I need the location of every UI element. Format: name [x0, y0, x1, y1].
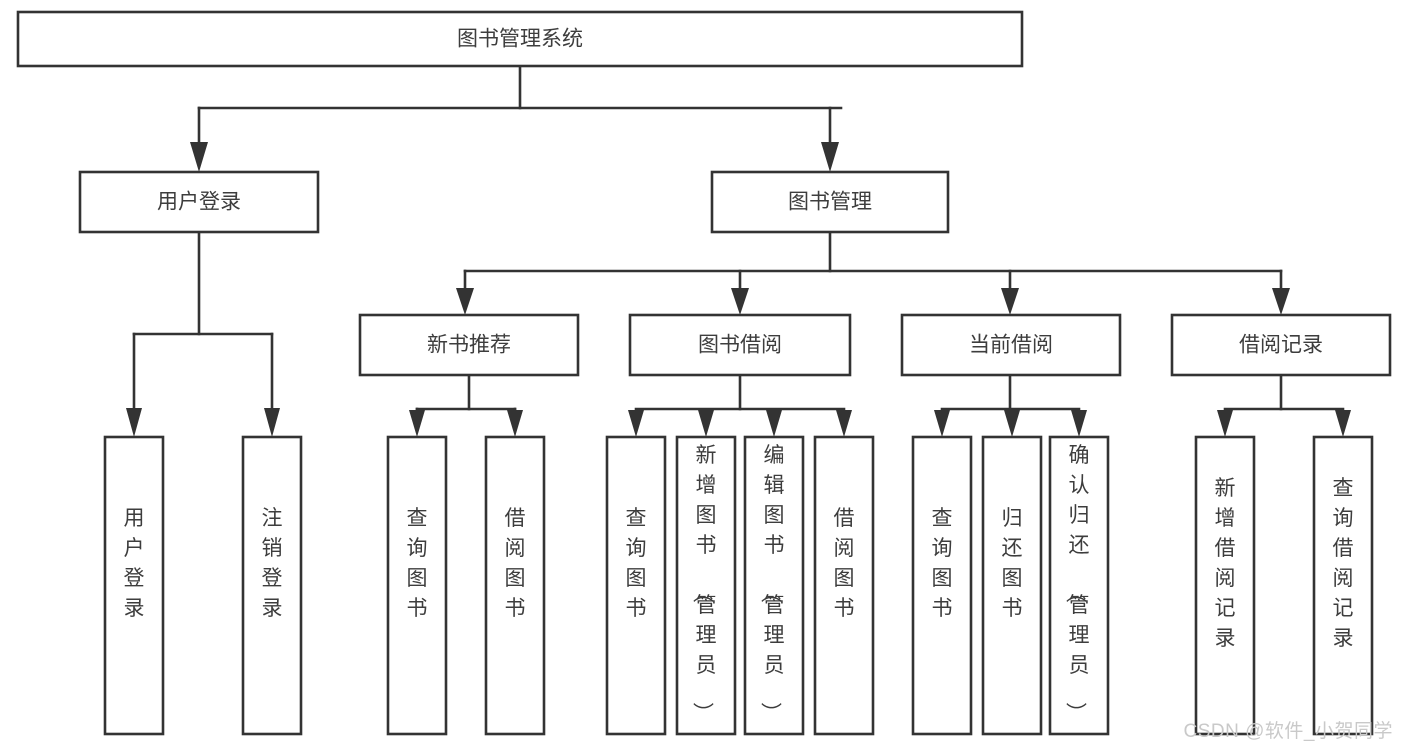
arrowhead-leaf-confirm-return [1071, 410, 1087, 437]
connector-group-user-login [126, 230, 280, 437]
node-book-manage-label: 图书管理 [788, 191, 872, 214]
node-book-borrow[interactable]: 图书借阅 [628, 313, 852, 377]
arrowhead-new-book-recommend [456, 288, 474, 315]
node-new-book-recommend[interactable]: 新书推荐 [358, 313, 580, 377]
leaf-query-record[interactable]: 查询借阅记录 [1312, 435, 1374, 736]
arrowhead-leaf-borrow-book-2 [836, 410, 852, 437]
arrowhead-leaf-user-logout [264, 408, 280, 437]
leaf-add-record-box[interactable] [1194, 435, 1256, 736]
leaf-user-logout[interactable]: 注销登录 [241, 435, 303, 736]
leaf-query-book-2-box[interactable] [605, 435, 667, 736]
node-book-borrow-box[interactable] [628, 313, 852, 377]
leaf-query-book-3-label: 查询图书 [932, 507, 953, 620]
node-root-box[interactable] [16, 10, 1024, 68]
node-root-label: 图书管理系统 [457, 28, 583, 51]
node-current-borrow-label: 当前借阅 [969, 334, 1053, 357]
leaf-edit-book[interactable]: 编辑图书（管理员） [743, 435, 805, 736]
leaf-add-record-label: 新增借阅记录 [1215, 477, 1236, 650]
node-book-borrow-label: 图书借阅 [698, 334, 782, 357]
arrowhead-user-login [190, 142, 208, 172]
leaf-confirm-return-box[interactable] [1048, 435, 1110, 736]
node-user-login-label: 用户登录 [157, 191, 241, 214]
leaf-add-book-box[interactable] [675, 435, 737, 736]
leaf-edit-book-label: 编辑图书（管理员） [759, 444, 785, 723]
arrowhead-leaf-query-book-2 [628, 410, 644, 437]
leaf-return-book-label: 归还图书 [1002, 507, 1023, 620]
leaf-edit-book-box[interactable] [743, 435, 805, 736]
leaf-user-logout-label: 注销登录 [262, 507, 283, 620]
node-user-login[interactable]: 用户登录 [78, 170, 320, 234]
leaf-borrow-book-2[interactable]: 借阅图书 [813, 435, 875, 736]
leaf-query-record-label: 查询借阅记录 [1333, 477, 1354, 650]
connector-group-current-borrow [934, 373, 1087, 437]
node-root[interactable]: 图书管理系统 [16, 10, 1024, 68]
node-current-borrow-box[interactable] [900, 313, 1122, 377]
leaf-add-record[interactable]: 新增借阅记录 [1194, 435, 1256, 736]
node-new-book-recommend-box[interactable] [358, 313, 580, 377]
connector-group-book-borrow [628, 373, 852, 437]
leaf-query-book-3-box[interactable] [911, 435, 973, 736]
node-book-manage-box[interactable] [710, 170, 950, 234]
leaf-return-book-box[interactable] [981, 435, 1043, 736]
arrowhead-leaf-edit-book [766, 410, 782, 437]
leaf-query-book-2[interactable]: 查询图书 [605, 435, 667, 736]
leaf-user-login-label: 用户登录 [124, 507, 145, 620]
arrowhead-borrow-record [1272, 288, 1290, 315]
arrowhead-leaf-query-record [1335, 410, 1351, 437]
connector-group-borrow-record [1217, 373, 1351, 437]
connector-group-new-book [409, 373, 523, 437]
node-borrow-record-box[interactable] [1170, 313, 1392, 377]
leaf-query-book-1-label: 查询图书 [407, 507, 428, 620]
leaf-add-book-label: 新增图书（管理员） [691, 444, 717, 723]
connector-group-book-manage [456, 230, 1290, 315]
leaf-query-book-1[interactable]: 查询图书 [386, 435, 448, 736]
leaf-return-book[interactable]: 归还图书 [981, 435, 1043, 736]
leaf-confirm-return[interactable]: 确认归还（管理员） [1048, 435, 1110, 736]
leaf-user-login[interactable]: 用户登录 [103, 435, 165, 736]
node-borrow-record[interactable]: 借阅记录 [1170, 313, 1392, 377]
node-borrow-record-label: 借阅记录 [1239, 334, 1323, 357]
arrowhead-leaf-user-login [126, 408, 142, 437]
arrowhead-current-borrow [1001, 288, 1019, 315]
leaf-query-book-1-box[interactable] [386, 435, 448, 736]
leaf-query-record-box[interactable] [1312, 435, 1374, 736]
leaf-borrow-book-1[interactable]: 借阅图书 [484, 435, 546, 736]
leaf-borrow-book-1-label: 借阅图书 [505, 507, 526, 620]
arrowhead-leaf-query-book-3 [934, 410, 950, 437]
leaf-borrow-book-2-box[interactable] [813, 435, 875, 736]
leaf-user-login-box[interactable] [103, 435, 165, 736]
node-book-manage[interactable]: 图书管理 [710, 170, 950, 234]
arrowhead-book-borrow [731, 288, 749, 315]
arrowhead-leaf-add-record [1217, 410, 1233, 437]
node-user-login-box[interactable] [78, 170, 320, 234]
leaf-borrow-book-2-label: 借阅图书 [834, 507, 855, 620]
arrowhead-leaf-add-book [698, 410, 714, 437]
arrowhead-leaf-borrow-book-1 [507, 410, 523, 437]
node-new-book-recommend-label: 新书推荐 [427, 334, 511, 357]
node-current-borrow[interactable]: 当前借阅 [900, 313, 1122, 377]
leaf-query-book-3[interactable]: 查询图书 [911, 435, 973, 736]
leaf-confirm-return-label: 确认归还（管理员） [1064, 444, 1090, 723]
arrowhead-leaf-query-book-1 [409, 410, 425, 437]
leaf-query-book-2-label: 查询图书 [626, 507, 647, 620]
arrowhead-book-manage [821, 142, 839, 172]
leaf-add-book[interactable]: 新增图书（管理员） [675, 435, 737, 736]
leaf-borrow-book-1-box[interactable] [484, 435, 546, 736]
arrowhead-leaf-return-book [1004, 410, 1020, 437]
connector-group-root [190, 64, 843, 172]
leaf-user-logout-box[interactable] [241, 435, 303, 736]
